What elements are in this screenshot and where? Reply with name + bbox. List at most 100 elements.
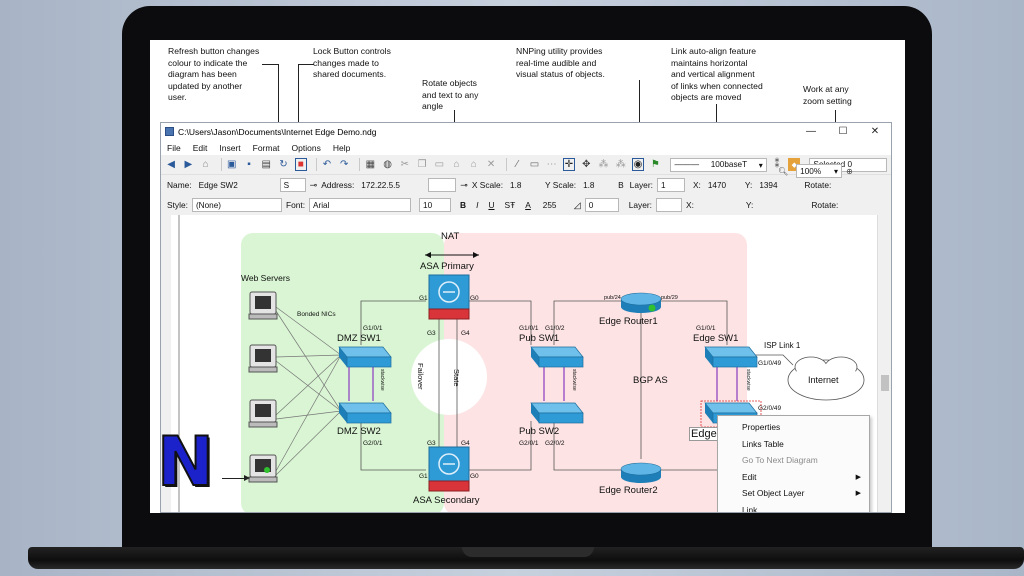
text-y-field[interactable]: [757, 198, 807, 212]
autoalign-icon[interactable]: ✛: [562, 158, 576, 171]
text-rotate-label: Rotate:: [811, 200, 839, 210]
size-select[interactable]: S: [279, 178, 306, 192]
menu-insert[interactable]: Insert: [219, 142, 241, 153]
port-label: G0: [470, 473, 479, 480]
address-select[interactable]: [428, 178, 457, 192]
font-size-select[interactable]: 10: [419, 198, 452, 212]
ctx-set-object-layer[interactable]: Set Object Layer▶: [718, 485, 869, 502]
maximize-button[interactable]: ☐: [838, 126, 848, 137]
server-icon[interactable]: [248, 454, 278, 483]
laptop-screen: Refresh button changes colour to indicat…: [150, 40, 905, 513]
nat-label: NAT: [441, 231, 460, 242]
xscale-field[interactable]: 1.8: [510, 180, 522, 190]
scrollbar-thumb[interactable]: [881, 375, 889, 391]
save-icon[interactable]: ▪: [247, 159, 251, 170]
line-tool-icon[interactable]: ⁄: [516, 159, 519, 170]
line-style-select[interactable]: ——— 100baseT ▾: [670, 157, 767, 172]
menu-help[interactable]: Help: [332, 142, 351, 153]
object-properties-bar: Name: Edge SW2 S ⊸ Address: 172.22.5.5 ⊸…: [161, 175, 891, 195]
italic-button[interactable]: I: [476, 200, 479, 210]
yscale-label: Y Scale:: [545, 180, 577, 190]
copy-icon[interactable]: ❐: [417, 159, 427, 170]
print-icon[interactable]: ▤: [261, 159, 271, 170]
layout-2-icon[interactable]: ⁂: [615, 159, 626, 170]
window-title: C:\Users\Jason\Documents\Internet Edge D…: [178, 126, 377, 137]
undo-icon[interactable]: ↶: [322, 159, 332, 170]
open-icon[interactable]: ▣: [227, 159, 237, 170]
minimize-button[interactable]: —: [806, 126, 816, 137]
dmz-sw2-label: DMZ SW2: [337, 426, 381, 437]
link-style-icon[interactable]: ▭: [529, 159, 540, 170]
port-label: G0: [470, 295, 479, 302]
close-button[interactable]: ✕: [870, 126, 880, 137]
y-field[interactable]: 1394: [759, 180, 778, 190]
logo-arrow-head: [244, 475, 250, 481]
ctx-links-table[interactable]: Links Table: [718, 436, 869, 453]
strikethrough-button[interactable]: SŦ: [504, 200, 516, 210]
ctx-edit[interactable]: Edit▶: [718, 469, 869, 486]
font-color-button[interactable]: A: [525, 200, 531, 210]
underline-button[interactable]: U: [488, 200, 495, 210]
port-label: G2/0/1: [363, 440, 383, 447]
arrow-lock: [298, 64, 299, 162]
port-label: G3: [427, 440, 436, 447]
zoom-select[interactable]: 100%▾: [796, 164, 843, 178]
diagram-canvas[interactable]: Web Servers Bonded NICs NAT ASA Primary …: [161, 215, 878, 512]
x-field[interactable]: 1470: [707, 180, 727, 190]
globe-icon[interactable]: ◍: [383, 159, 392, 170]
style-select[interactable]: (None): [191, 198, 282, 212]
ctx-link[interactable]: Link: [718, 502, 869, 512]
address-field[interactable]: 172.22.5.5: [361, 180, 400, 190]
grid-icon[interactable]: ▦: [365, 159, 376, 170]
annotation-rotate: Rotate objects and text to any angle: [422, 78, 479, 111]
logo-arrow-line: [222, 478, 246, 479]
ctx-properties[interactable]: Properties: [718, 419, 869, 436]
ungroup-icon[interactable]: ⌂: [470, 159, 477, 170]
rotate-label: Rotate:: [804, 180, 832, 190]
edge-router1-label: Edge Router1: [599, 316, 658, 327]
layer-label: Layer:: [629, 180, 653, 190]
redo-icon[interactable]: ↷: [340, 159, 349, 170]
layer-select[interactable]: 1: [656, 178, 685, 192]
server-icon[interactable]: [248, 344, 278, 373]
menu-file[interactable]: File: [167, 142, 181, 153]
diagram-svg: [161, 215, 865, 512]
ctx-go-to-next-diagram[interactable]: Go To Next Diagram: [718, 452, 869, 469]
text-layer-select[interactable]: [656, 198, 682, 212]
menu-format[interactable]: Format: [252, 142, 280, 153]
forward-icon[interactable]: ▶: [184, 159, 193, 170]
server-icon[interactable]: [248, 291, 278, 320]
menu-edit[interactable]: Edit: [192, 142, 208, 153]
chevron-down-icon: ▾: [758, 160, 763, 170]
network-links: [360, 300, 728, 471]
angle-field[interactable]: 0: [584, 198, 619, 212]
opacity-field[interactable]: 255: [542, 200, 557, 210]
font-select[interactable]: Arial: [309, 198, 412, 212]
name-field[interactable]: Edge SW2: [198, 180, 238, 190]
paste-icon[interactable]: ▭: [434, 159, 445, 170]
delete-icon[interactable]: ✕: [486, 159, 496, 170]
main-toolbar: ◀ ▶ ⌂ ▣ ▪ ▤ ↻ ■ ↶ ↷ ▦ ◍ ✂ ❐ ▭ ⌂ ⌂ ✕ ⁄ ▭ …: [161, 155, 891, 175]
cut-icon[interactable]: ✂: [400, 159, 410, 170]
zoom-out-icon[interactable]: 🔍︎: [778, 166, 789, 176]
lock-icon[interactable]: ■: [294, 158, 307, 171]
bold-button[interactable]: B: [460, 200, 467, 210]
yscale-field[interactable]: 1.8: [583, 180, 595, 190]
dmz-sw1-label: DMZ SW1: [337, 333, 381, 344]
group-icon[interactable]: ⌂: [453, 159, 460, 170]
connect-icon[interactable]: ✥: [582, 159, 591, 170]
refresh-icon[interactable]: ↻: [279, 159, 288, 170]
text-x-field[interactable]: [698, 198, 742, 212]
align-icon[interactable]: ⋯: [546, 159, 557, 170]
text-x-label: X:: [686, 200, 694, 210]
flag-icon[interactable]: ⚑: [650, 159, 660, 170]
back-icon[interactable]: ◀: [167, 159, 175, 170]
layout-icon[interactable]: ⁂: [598, 159, 609, 170]
nnping-icon[interactable]: ◉: [631, 158, 645, 171]
home-icon[interactable]: ⌂: [202, 159, 209, 170]
vertical-scrollbar[interactable]: [877, 215, 891, 512]
menu-options[interactable]: Options: [291, 142, 321, 153]
zoom-in-icon[interactable]: ⊕: [846, 166, 853, 176]
snap-icon[interactable]: ⁑: [774, 159, 780, 170]
server-icon[interactable]: [248, 399, 278, 428]
